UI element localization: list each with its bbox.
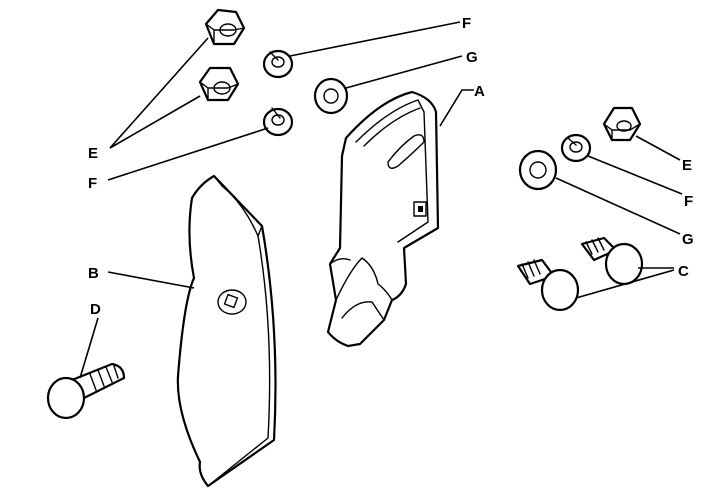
carriage-bolt-c-1	[580, 236, 644, 286]
blade-part-b	[176, 174, 277, 488]
lock-washer-f-3	[560, 133, 592, 163]
label-f-right: F	[684, 193, 693, 210]
carriage-bolt-d	[46, 362, 126, 420]
leader-lines	[79, 21, 683, 379]
label-e-right: E	[682, 157, 692, 174]
label-e-left: E	[88, 145, 98, 162]
label-f-top: F	[462, 15, 471, 32]
label-d: D	[90, 301, 101, 318]
lock-washer-f-1	[262, 49, 294, 79]
label-c: C	[678, 263, 689, 280]
hex-nut-e-2	[198, 66, 240, 102]
hex-nut-e-1	[204, 8, 246, 46]
lock-washer-f-2	[262, 107, 294, 137]
flat-washer-g-1	[313, 77, 349, 115]
label-g-right: G	[682, 231, 694, 248]
label-a: A	[474, 83, 485, 100]
hex-nut-e-3	[602, 106, 642, 142]
bracket-part-a	[326, 90, 440, 348]
label-f-left: F	[88, 175, 97, 192]
label-b: B	[88, 265, 99, 282]
carriage-bolt-c-2	[516, 258, 580, 312]
flat-washer-g-2	[518, 149, 558, 191]
label-g-top: G	[466, 49, 478, 66]
